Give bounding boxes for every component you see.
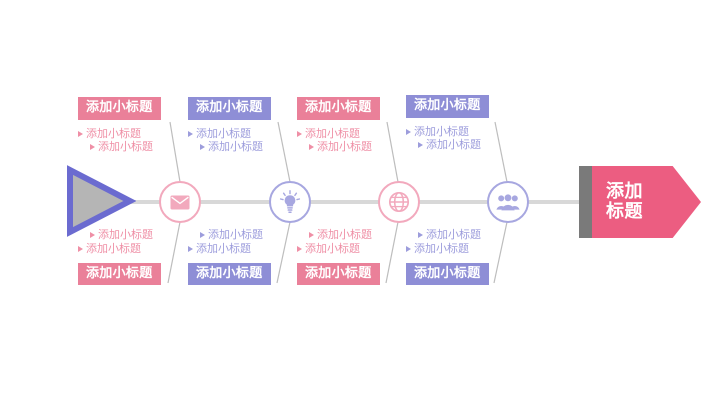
triangle-bullet-icon [297, 130, 302, 137]
triangle-bullet-icon [200, 231, 205, 238]
branch-subitem-label: 添加小标题 [317, 140, 372, 154]
globe-icon [388, 191, 410, 213]
branch-subitem-label: 添加小标题 [196, 126, 251, 140]
node-globe[interactable] [378, 181, 420, 223]
triangle-bullet-icon [78, 130, 83, 137]
branch-subitem[interactable]: 添加小标题 [78, 127, 228, 141]
triangle-bullet-icon [418, 231, 423, 238]
branch-subitem[interactable]: 添加小标题 [406, 228, 556, 242]
branch-title: 添加小标题 [78, 97, 161, 120]
end-arrow-shape: 添加 标题 [592, 166, 701, 238]
branch-subitem[interactable]: 添加小标题 [78, 140, 228, 154]
end-arrow[interactable]: 添加 标题 [579, 166, 701, 238]
branch-subitem-label: 添加小标题 [196, 241, 251, 255]
branch-subitem[interactable]: 添加小标题 [78, 228, 228, 242]
branch-bottom-3[interactable]: 添加小标题 添加小标题 添加小标题 [297, 228, 447, 286]
triangle-bullet-icon [297, 245, 302, 252]
branch-top-3[interactable]: 添加小标题 添加小标题 添加小标题 [297, 96, 447, 154]
triangle-bullet-icon [90, 231, 95, 238]
branch-subitem-label: 添加小标题 [426, 228, 481, 241]
branch-title: 添加小标题 [297, 97, 380, 120]
branch-top-1[interactable]: 添加小标题 添加小标题 添加小标题 [78, 96, 228, 154]
branch-subitem-label: 添加小标题 [98, 140, 153, 154]
branch-subitem[interactable]: 添加小标题 [78, 242, 228, 256]
end-arrow-bar [579, 166, 592, 238]
branch-bottom-2[interactable]: 添加小标题 添加小标题 添加小标题 [188, 228, 338, 286]
branch-title: 添加小标题 [406, 262, 489, 286]
triangle-bullet-icon [418, 142, 423, 149]
end-arrow-label-line1: 添加 [606, 180, 643, 202]
triangle-bullet-icon [188, 130, 193, 137]
triangle-bullet-icon [406, 128, 411, 135]
branch-subitem-label: 添加小标题 [426, 138, 481, 152]
node-envelope[interactable] [159, 181, 201, 223]
branch-subitem-label: 添加小标题 [98, 228, 153, 241]
node-people[interactable] [487, 181, 529, 223]
branch-subitem-label: 添加小标题 [208, 228, 263, 241]
branch-subitem-label: 添加小标题 [414, 124, 469, 138]
branch-subitem-label: 添加小标题 [305, 126, 360, 140]
branch-subitem[interactable]: 添加小标题 [188, 242, 338, 256]
branch-subitem-label: 添加小标题 [86, 241, 141, 255]
branch-subitem-label: 添加小标题 [414, 241, 469, 255]
diagram-spine [128, 200, 590, 204]
branch-subitem[interactable]: 添加小标题 [297, 127, 447, 141]
branch-subitem[interactable]: 添加小标题 [297, 242, 447, 256]
branch-subitem[interactable]: 添加小标题 [406, 242, 556, 256]
branch-title: 添加小标题 [297, 262, 380, 286]
triangle-bullet-icon [309, 231, 314, 238]
triangle-bullet-icon [90, 144, 95, 151]
branch-title: 添加小标题 [78, 262, 161, 286]
branch-bottom-4[interactable]: 添加小标题 添加小标题 添加小标题 [406, 228, 556, 286]
branch-subitem[interactable]: 添加小标题 [188, 127, 338, 141]
branch-subitem-label: 添加小标题 [86, 126, 141, 140]
people-icon [496, 193, 520, 211]
branch-subitem[interactable]: 添加小标题 [406, 138, 556, 152]
branch-subitem-label: 添加小标题 [305, 241, 360, 255]
branch-title: 添加小标题 [188, 97, 271, 120]
branch-subitem[interactable]: 添加小标题 [188, 228, 338, 242]
branch-subitem-label: 添加小标题 [317, 228, 372, 241]
start-triangle [64, 165, 137, 237]
triangle-bullet-icon [188, 245, 193, 252]
branch-subitem[interactable]: 添加小标题 [297, 140, 447, 154]
end-arrow-label: 添加 标题 [592, 180, 643, 222]
branch-bottom-1[interactable]: 添加小标题 添加小标题 添加小标题 [78, 228, 228, 286]
branch-top-4[interactable]: 添加小标题 添加小标题 添加小标题 [406, 94, 556, 152]
triangle-bullet-icon [309, 144, 314, 151]
branch-subitem[interactable]: 添加小标题 [188, 140, 338, 154]
node-lightbulb[interactable] [269, 181, 311, 223]
lightbulb-icon [279, 190, 301, 214]
branch-top-2[interactable]: 添加小标题 添加小标题 添加小标题 [188, 96, 338, 154]
envelope-icon [170, 195, 190, 210]
branch-subitem-label: 添加小标题 [208, 140, 263, 154]
branch-subitem[interactable]: 添加小标题 [297, 228, 447, 242]
end-arrow-label-line2: 标题 [606, 201, 643, 222]
branch-title: 添加小标题 [406, 95, 489, 118]
branch-title: 添加小标题 [188, 262, 271, 286]
triangle-bullet-icon [200, 144, 205, 151]
triangle-bullet-icon [406, 245, 411, 252]
branch-subitem[interactable]: 添加小标题 [406, 125, 556, 139]
triangle-bullet-icon [78, 245, 83, 252]
